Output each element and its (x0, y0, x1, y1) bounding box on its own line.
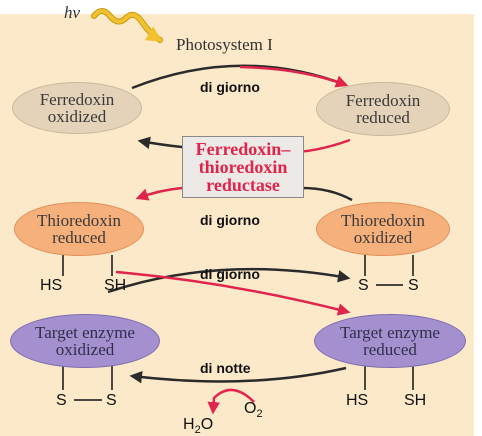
arrow-night-oxidation (129, 366, 347, 384)
enzyme-box: Ferredoxin– thioredoxin reductase (182, 136, 304, 198)
target-oxidized-line1: Target enzyme (35, 323, 135, 342)
water-subscript: 2 (194, 424, 201, 436)
trx-reduced-sh: SH (104, 277, 127, 294)
thioredoxin-oxidized-line2: oxidized (353, 228, 413, 247)
thioredoxin-oxidized-node: Thioredoxin oxidized (316, 202, 450, 256)
label-day-2: di giorno (200, 212, 260, 228)
label-day-3: di giorno (200, 266, 260, 282)
trx-reduced-hs: HS (40, 277, 63, 294)
arrow-o2-to-h2o (207, 388, 255, 415)
target-oxidized-s-right: S (106, 392, 117, 409)
enzyme-line2: thioredoxin (198, 157, 288, 177)
thioredoxin-oxidized-line1: Thioredoxin (340, 211, 426, 230)
trx-oxidized-s-left: S (358, 277, 369, 294)
trx-oxidized-s-right: S (408, 277, 419, 294)
arrow-trx-to-target (107, 267, 351, 294)
oxygen-o: O (244, 400, 257, 417)
enzyme-line1: Ferredoxin– (195, 139, 291, 159)
target-reduced-line2: reduced (363, 340, 417, 359)
ferredoxin-reduced-node: Ferredoxin reduced (316, 82, 450, 136)
target-reduced-line1: Target enzyme (340, 323, 440, 342)
water-h: H (183, 416, 195, 433)
water-label: H2O (183, 416, 213, 436)
target-reduced-node: Target enzyme reduced (314, 314, 466, 368)
label-day-1: di giorno (200, 79, 260, 95)
photosystem-label: Photosystem I (176, 35, 273, 54)
arrow-trx-oxidized-in (301, 186, 353, 202)
thioredoxin-reduced-line1: Thioredoxin (36, 211, 122, 230)
enzyme-line3: reductase (206, 175, 280, 195)
target-oxidized-s-left: S (56, 392, 67, 409)
water-o: O (200, 416, 214, 433)
ferredoxin-oxidized-line2: oxidized (47, 107, 107, 126)
ferredoxin-reduced-line1: Ferredoxin (345, 91, 421, 110)
light-symbol: hν (64, 3, 81, 22)
oxygen-subscript: 2 (256, 408, 263, 421)
label-night: di notte (200, 360, 251, 376)
ferredoxin-oxidized-node: Ferredoxin oxidized (12, 82, 142, 134)
oxygen-label: O2 (244, 400, 263, 420)
ferredoxin-oxidized-line1: Ferredoxin (39, 90, 115, 109)
ferredoxin-reduced-line2: reduced (356, 108, 410, 127)
arrow-target-reduction (115, 270, 351, 316)
target-oxidized-line2: oxidized (55, 340, 115, 359)
thioredoxin-reduced-line2: reduced (52, 228, 106, 247)
target-oxidized-node: Target enzyme oxidized (10, 314, 160, 368)
arrow-trx-reduction (135, 186, 183, 201)
thioredoxin-reduced-node: Thioredoxin reduced (14, 202, 144, 256)
target-reduced-sh: SH (404, 392, 427, 409)
target-reduced-hs: HS (346, 392, 369, 409)
